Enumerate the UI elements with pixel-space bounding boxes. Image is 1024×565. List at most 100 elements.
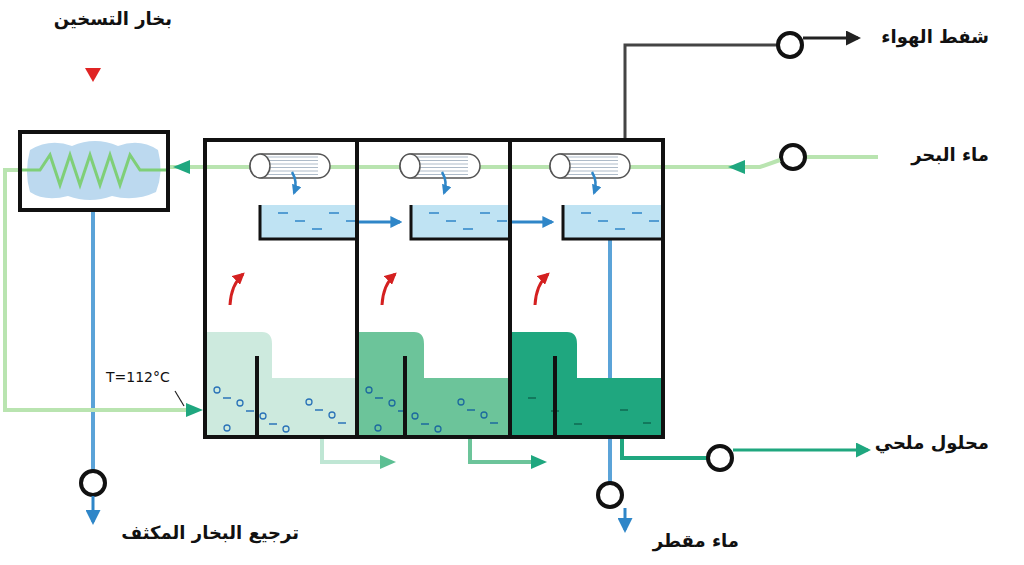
flow-arrow [380,455,396,469]
bubble [237,400,243,406]
brine-pipe [622,437,707,458]
water-dash [223,397,231,399]
leader-line [175,391,184,406]
weir [403,356,407,437]
tube-line [262,174,318,175]
water-dash [480,212,490,214]
stream-label: بخار التسخين [51,8,175,31]
distillate-tray [260,205,356,239]
weir [553,356,557,437]
steam-arrow [85,68,101,82]
brine-arrow [733,449,868,452]
water-dash [375,397,383,399]
flow-arrow [186,403,203,417]
distillate-tray [411,205,508,239]
tube-bundle [250,154,330,193]
pump [778,33,802,57]
bubble [214,387,220,393]
tube-end [550,154,570,178]
tube-shell [550,154,630,178]
pump [781,145,805,169]
condensate-drip [442,172,446,193]
bubble [366,387,372,393]
stream-label: ماء البحر [908,144,992,167]
flash-chamber [357,140,510,437]
water-dash [615,228,625,230]
pump [708,446,732,470]
flow-arrow [531,455,547,469]
condensate-arrow [92,496,95,522]
water-dash [278,212,288,214]
water-dash [338,422,346,424]
distillate-flow [510,221,552,224]
bubble [329,412,335,418]
water-dash [463,228,473,230]
tube-line [562,157,618,158]
water-dash [346,220,356,222]
vapour-arrow [230,274,243,305]
bubble [306,399,312,405]
tray-wall [563,205,663,239]
water-dash [490,422,498,424]
flash-chamber [510,140,663,437]
tube-end [250,154,270,178]
water-dash [598,220,608,222]
tube-line [412,174,468,175]
stream-label: ماء مقطر [650,530,742,553]
brine-transfer [322,437,390,462]
bubble [481,412,487,418]
flash-chamber [205,140,357,437]
brine-pool [207,332,355,435]
tube-line [262,160,318,161]
stream-label: محلول ملحي [872,432,992,455]
water-dash [528,397,536,399]
water-dashes [278,213,659,229]
bubbles [214,387,651,437]
bubble [389,400,395,406]
distillate-pipe [608,240,612,482]
water-dash [329,212,339,214]
tube-line [262,157,318,158]
tube-shell [400,154,480,178]
water-dash [497,220,507,222]
vapour-arrow [535,274,548,305]
water-dash [632,212,642,214]
seawater-pipe [806,155,878,159]
water-dash [312,228,322,230]
bubble [375,425,381,431]
brine-pool [512,332,661,435]
bubble [224,425,230,431]
bubble [260,413,266,419]
tray-wall [260,205,357,239]
distillate-tray [563,205,661,239]
air-pipe [625,45,777,140]
tube-line [412,160,468,161]
condenser-tubes [250,154,630,193]
temperature-label: T=112°C [104,369,172,387]
distillate-arrow [624,508,627,530]
tube-line [412,171,468,172]
water-dash [269,423,277,425]
water-dash [467,409,475,411]
tube-line [412,157,468,158]
pump [81,471,105,495]
water-dash [643,422,651,424]
water-dash [574,423,582,425]
water-dash [315,409,323,411]
flow-arrow [728,160,745,174]
condensate-drip [592,172,596,193]
tube-line [562,174,618,175]
stream-label: ترجيع البخار المكثف [118,522,302,545]
vapour-arrow [382,274,395,305]
bubble [412,413,418,419]
tube-end [400,154,420,178]
water-dash [446,220,456,222]
bubble [435,426,441,432]
water-dash [295,220,305,222]
pump [598,483,622,507]
tube-line [562,160,618,161]
heating-coil [22,155,166,185]
water-dash [649,220,659,222]
